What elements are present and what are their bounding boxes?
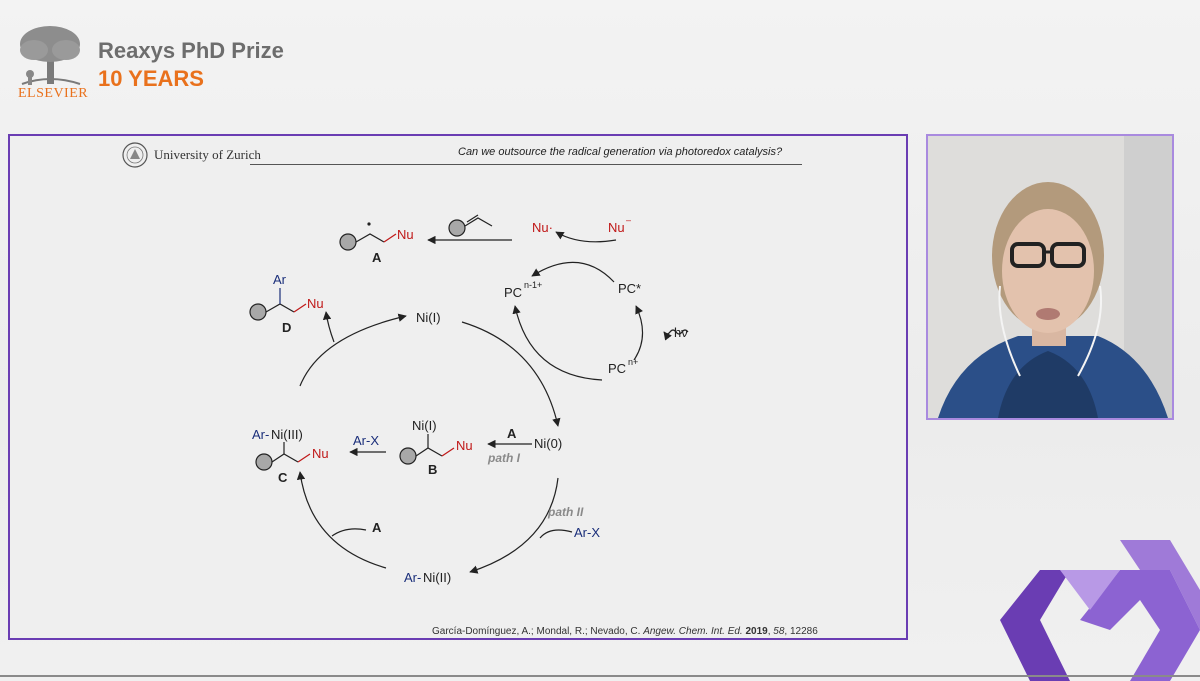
svg-text:Nu: Nu: [312, 446, 329, 461]
radical-A-structure: Nu A: [339, 222, 414, 265]
elsevier-tree-logo-icon: [20, 26, 81, 85]
presentation-slide: University of Zurich Can we outsource th…: [8, 134, 908, 640]
svg-text:A: A: [372, 520, 382, 535]
svg-text:Nu: Nu: [397, 227, 414, 242]
ni0-to-ni2-arrow: [469, 477, 559, 574]
bottom-divider: [0, 675, 1200, 677]
product-D-structure: Ar Nu D: [249, 272, 324, 335]
svg-text:n+: n+: [628, 357, 638, 367]
svg-text:Nu: Nu: [608, 220, 625, 235]
slide-citation: García-Domínguez, A.; Mondal, R.; Nevado…: [432, 626, 818, 637]
svg-text:path I: path I: [487, 451, 521, 465]
alkene-reagent: [448, 214, 493, 237]
svg-text:Ni(I): Ni(I): [412, 418, 437, 433]
ni2-to-ni3-arrow: [296, 471, 387, 569]
ni1-to-ni0-arrow: [461, 321, 561, 427]
svg-text:Ni(0): Ni(0): [534, 436, 562, 451]
svg-text:Ar: Ar: [273, 272, 287, 287]
intermediate-C-structure: Nu C: [255, 442, 329, 485]
svg-text:Ar-: Ar-: [252, 427, 269, 442]
path-II-arc: [539, 529, 573, 539]
reaxys-decorative-logo-icon: [1000, 540, 1200, 681]
elsevier-wordmark: ELSEVIER: [18, 86, 89, 101]
svg-text:PC: PC: [608, 361, 626, 376]
university-name: University of Zurich: [154, 147, 261, 162]
brand-header: ELSEVIER Reaxys PhD Prize 10 YEARS: [14, 22, 284, 102]
pc-reduction-arc: [531, 261, 615, 283]
svg-text:PC*: PC*: [618, 281, 641, 296]
svg-text:Ar-: Ar-: [404, 570, 421, 585]
reductive-elimination-arrow: [322, 311, 335, 343]
svg-text:A: A: [507, 426, 517, 441]
pc-excitation-arc: [633, 305, 644, 361]
slide-question: Can we outsource the radical generation …: [458, 146, 783, 158]
nu-oxidation-arrow: [555, 231, 617, 243]
speaker-webcam-video[interactable]: [926, 134, 1174, 420]
svg-text:Ar-X: Ar-X: [353, 433, 379, 448]
svg-text:–: –: [626, 215, 631, 225]
speaker-portrait-image: [928, 136, 1172, 418]
svg-text:Ni(I): Ni(I): [416, 310, 441, 325]
svg-text:PC: PC: [504, 285, 522, 300]
svg-text:C: C: [278, 470, 288, 485]
intermediate-B-structure: Ni(I) Nu B: [399, 418, 473, 477]
pc-regeneration-arc: [512, 305, 603, 381]
svg-text:Ni(II): Ni(II): [423, 570, 451, 585]
svg-text:D: D: [282, 320, 291, 335]
path-II-A-arc: [331, 528, 367, 537]
prize-title: Reaxys PhD Prize: [98, 38, 284, 63]
svg-text:n-1+: n-1+: [524, 280, 542, 290]
svg-text:B: B: [428, 462, 437, 477]
svg-text:Ni(III): Ni(III): [271, 427, 303, 442]
catalytic-cycle-diagram: Nu A Nu· Nu – PC n-1+ PC* PC n+ hν Ni(I)…: [249, 214, 689, 585]
svg-text:A: A: [372, 250, 382, 265]
svg-text:Nu·: Nu·: [532, 220, 553, 235]
svg-text:Nu: Nu: [307, 296, 324, 311]
university-seal-icon: [122, 142, 148, 168]
prize-years: 10 YEARS: [98, 66, 204, 91]
svg-text:Nu: Nu: [456, 438, 473, 453]
svg-text:hν: hν: [674, 325, 688, 340]
header-divider: [250, 164, 802, 165]
light-wavy-arrow: [663, 329, 689, 341]
svg-text:path II: path II: [547, 505, 584, 519]
ni3-to-ni1-arrow: [299, 313, 407, 387]
svg-text:Ar-X: Ar-X: [574, 525, 600, 540]
